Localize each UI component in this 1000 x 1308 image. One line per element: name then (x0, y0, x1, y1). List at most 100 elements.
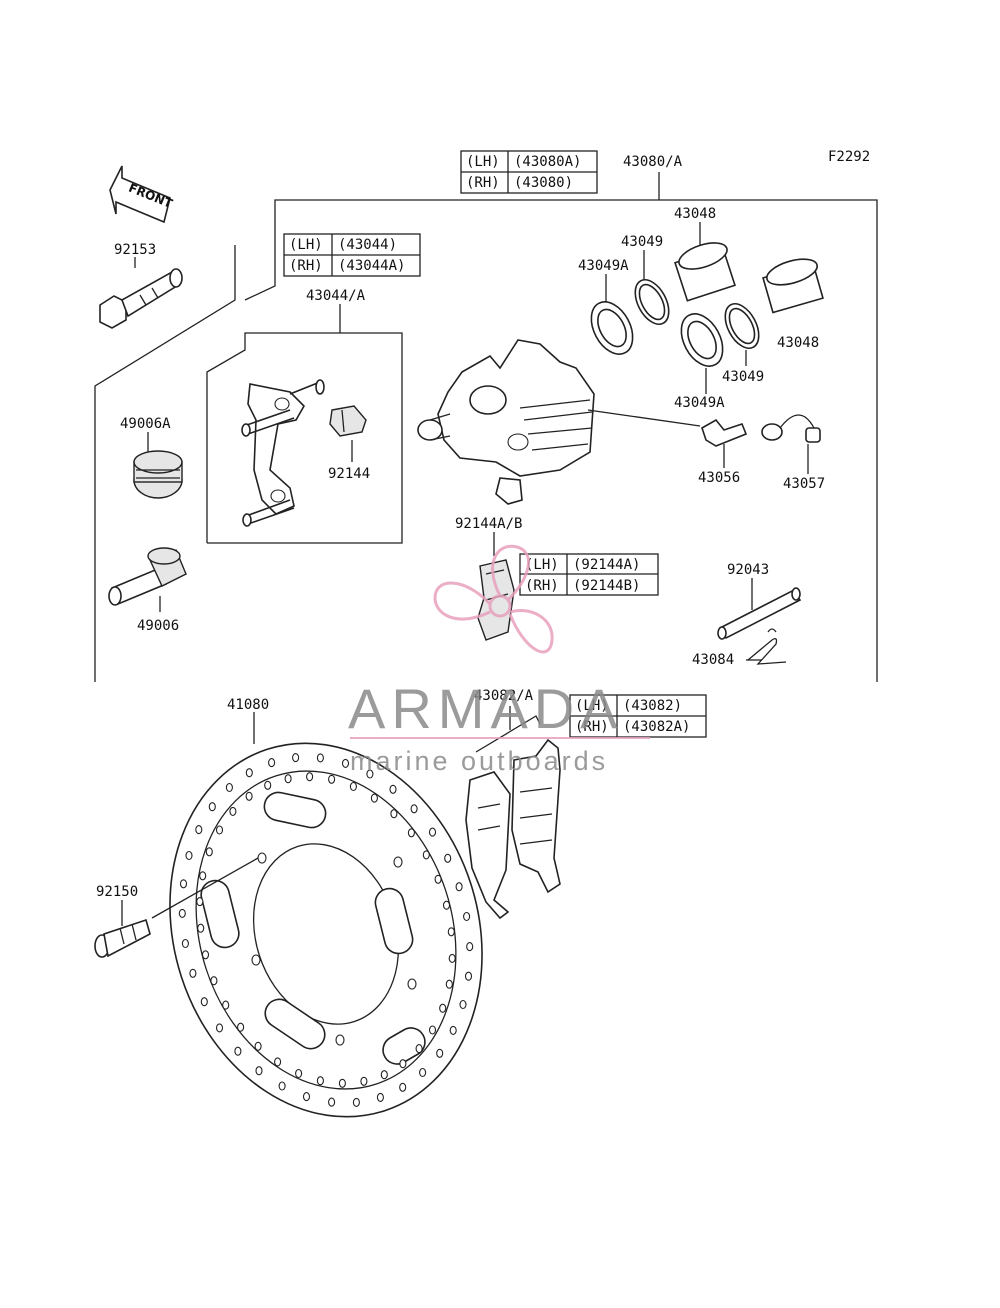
pin-92043-icon (717, 587, 802, 640)
disc-hole (366, 769, 374, 779)
label-43049-top: 43049 (621, 234, 663, 250)
disc-hole (178, 908, 186, 918)
seal-43049a-top-icon (590, 301, 634, 355)
disc-hole (434, 874, 442, 884)
disc-mount-hole (251, 954, 261, 966)
disc-hole (284, 774, 292, 784)
disc-hole (222, 1000, 230, 1010)
table-caliper-r2c1: (RH) (466, 175, 500, 191)
disc-mount-hole (393, 856, 403, 868)
disc-hole (447, 927, 455, 937)
disc-hole (349, 781, 357, 792)
table-caliper: (LH) (43080A) (RH) (43080) (460, 150, 598, 194)
disc-hole (448, 953, 456, 963)
disc-hole (197, 923, 205, 933)
label-43049a-right: 43049A (674, 395, 725, 411)
disc-hole (274, 1057, 282, 1067)
caliper-body-icon (417, 339, 595, 505)
table-caliper-r1c1: (LH) (466, 154, 500, 170)
pin-49006-icon (108, 547, 187, 606)
disc-hole (189, 968, 197, 978)
label-49006: 49006 (137, 618, 179, 634)
disc-hole (316, 1076, 324, 1086)
disc-hole (302, 1092, 311, 1102)
brake-disc-icon (169, 742, 483, 1118)
front-arrow-icon: FRONT (109, 165, 175, 224)
disc-hole (415, 1044, 423, 1054)
label-92150: 92150 (96, 884, 138, 900)
disc-hole (422, 850, 430, 860)
disc-hole (205, 847, 213, 857)
disc-hole (328, 774, 336, 784)
disc-hole (380, 1070, 388, 1080)
disc-hole (185, 850, 193, 861)
disc-hole (407, 828, 415, 838)
disc-mount-hole (407, 978, 417, 990)
seal-43049-top-icon (634, 279, 670, 325)
disc-hole (360, 1076, 368, 1086)
table-caliper-r2c2: (43080) (514, 175, 573, 191)
disc-hole (210, 976, 218, 986)
disc-hole (466, 942, 474, 952)
disc-hole (399, 1082, 407, 1092)
disc-hole (199, 871, 207, 881)
piston-43048-top-icon (674, 242, 736, 302)
disc-hole (255, 1066, 263, 1076)
disc-hole (463, 911, 471, 922)
disc-hole (439, 1003, 447, 1013)
bolt-92153-icon (99, 268, 183, 329)
clip-43084-icon (747, 628, 787, 665)
disc-hole (215, 825, 224, 835)
disc-hole (225, 782, 233, 793)
bracket-icon (241, 379, 325, 527)
label-92144ab: 92144A/B (455, 516, 522, 532)
disc-hole (215, 1023, 224, 1033)
label-43084: 43084 (692, 652, 734, 668)
disc-hole (268, 758, 276, 768)
brake-pads-icon (465, 715, 561, 920)
table-spring-r2c1: (RH) (525, 578, 559, 594)
bolt-92150-icon (94, 918, 151, 958)
disc-hole (428, 827, 437, 837)
label-43080a: 43080/A (623, 154, 683, 170)
label-43056: 43056 (698, 470, 740, 486)
disc-hole (428, 1025, 437, 1035)
disc-hole (459, 999, 467, 1010)
disc-hole (234, 1046, 242, 1056)
disc-hole (306, 772, 314, 782)
piston-43048-right-icon (762, 258, 824, 314)
disc-hole (444, 853, 452, 863)
disc-hole (464, 971, 473, 981)
disc-hole (200, 997, 208, 1007)
disc-hole (245, 768, 253, 778)
label-43057: 43057 (783, 476, 825, 492)
disc-hole (370, 793, 378, 803)
watermark: ARMADA marine outboards (348, 544, 650, 776)
disc-mount-hole (257, 852, 267, 864)
table-pads-r1c1: (LH) (575, 698, 609, 714)
disc-hole (455, 882, 463, 892)
bracket-frame (206, 304, 403, 544)
disc-hole (316, 753, 324, 763)
table-bracket: (LH) (43044) (RH) (43044A) (283, 233, 421, 277)
disc-hole (352, 1097, 360, 1107)
caliper-assembly-frame (94, 172, 878, 682)
armada-logo-icon (433, 544, 554, 654)
table-spring-r1c2: (92144A) (573, 557, 640, 573)
disc-hole (419, 1067, 427, 1078)
disc-hole (292, 753, 300, 763)
disc-mount-hole (335, 1034, 345, 1046)
label-49006a: 49006A (120, 416, 171, 432)
table-spring: (LH) (92144A) (RH) (92144B) (519, 553, 659, 596)
label-43048-top: 43048 (674, 206, 716, 222)
disc-hole (237, 1022, 245, 1032)
table-bracket-r1c2: (43044) (338, 237, 397, 253)
cap-43057-icon (761, 414, 821, 443)
disc-hole (278, 1081, 286, 1091)
disc-hole (399, 1059, 407, 1069)
disc-hole (245, 791, 253, 801)
watermark-divider (350, 737, 650, 739)
table-pads-r2c2: (43082A) (623, 719, 690, 735)
boot-49006a-icon (133, 450, 183, 499)
